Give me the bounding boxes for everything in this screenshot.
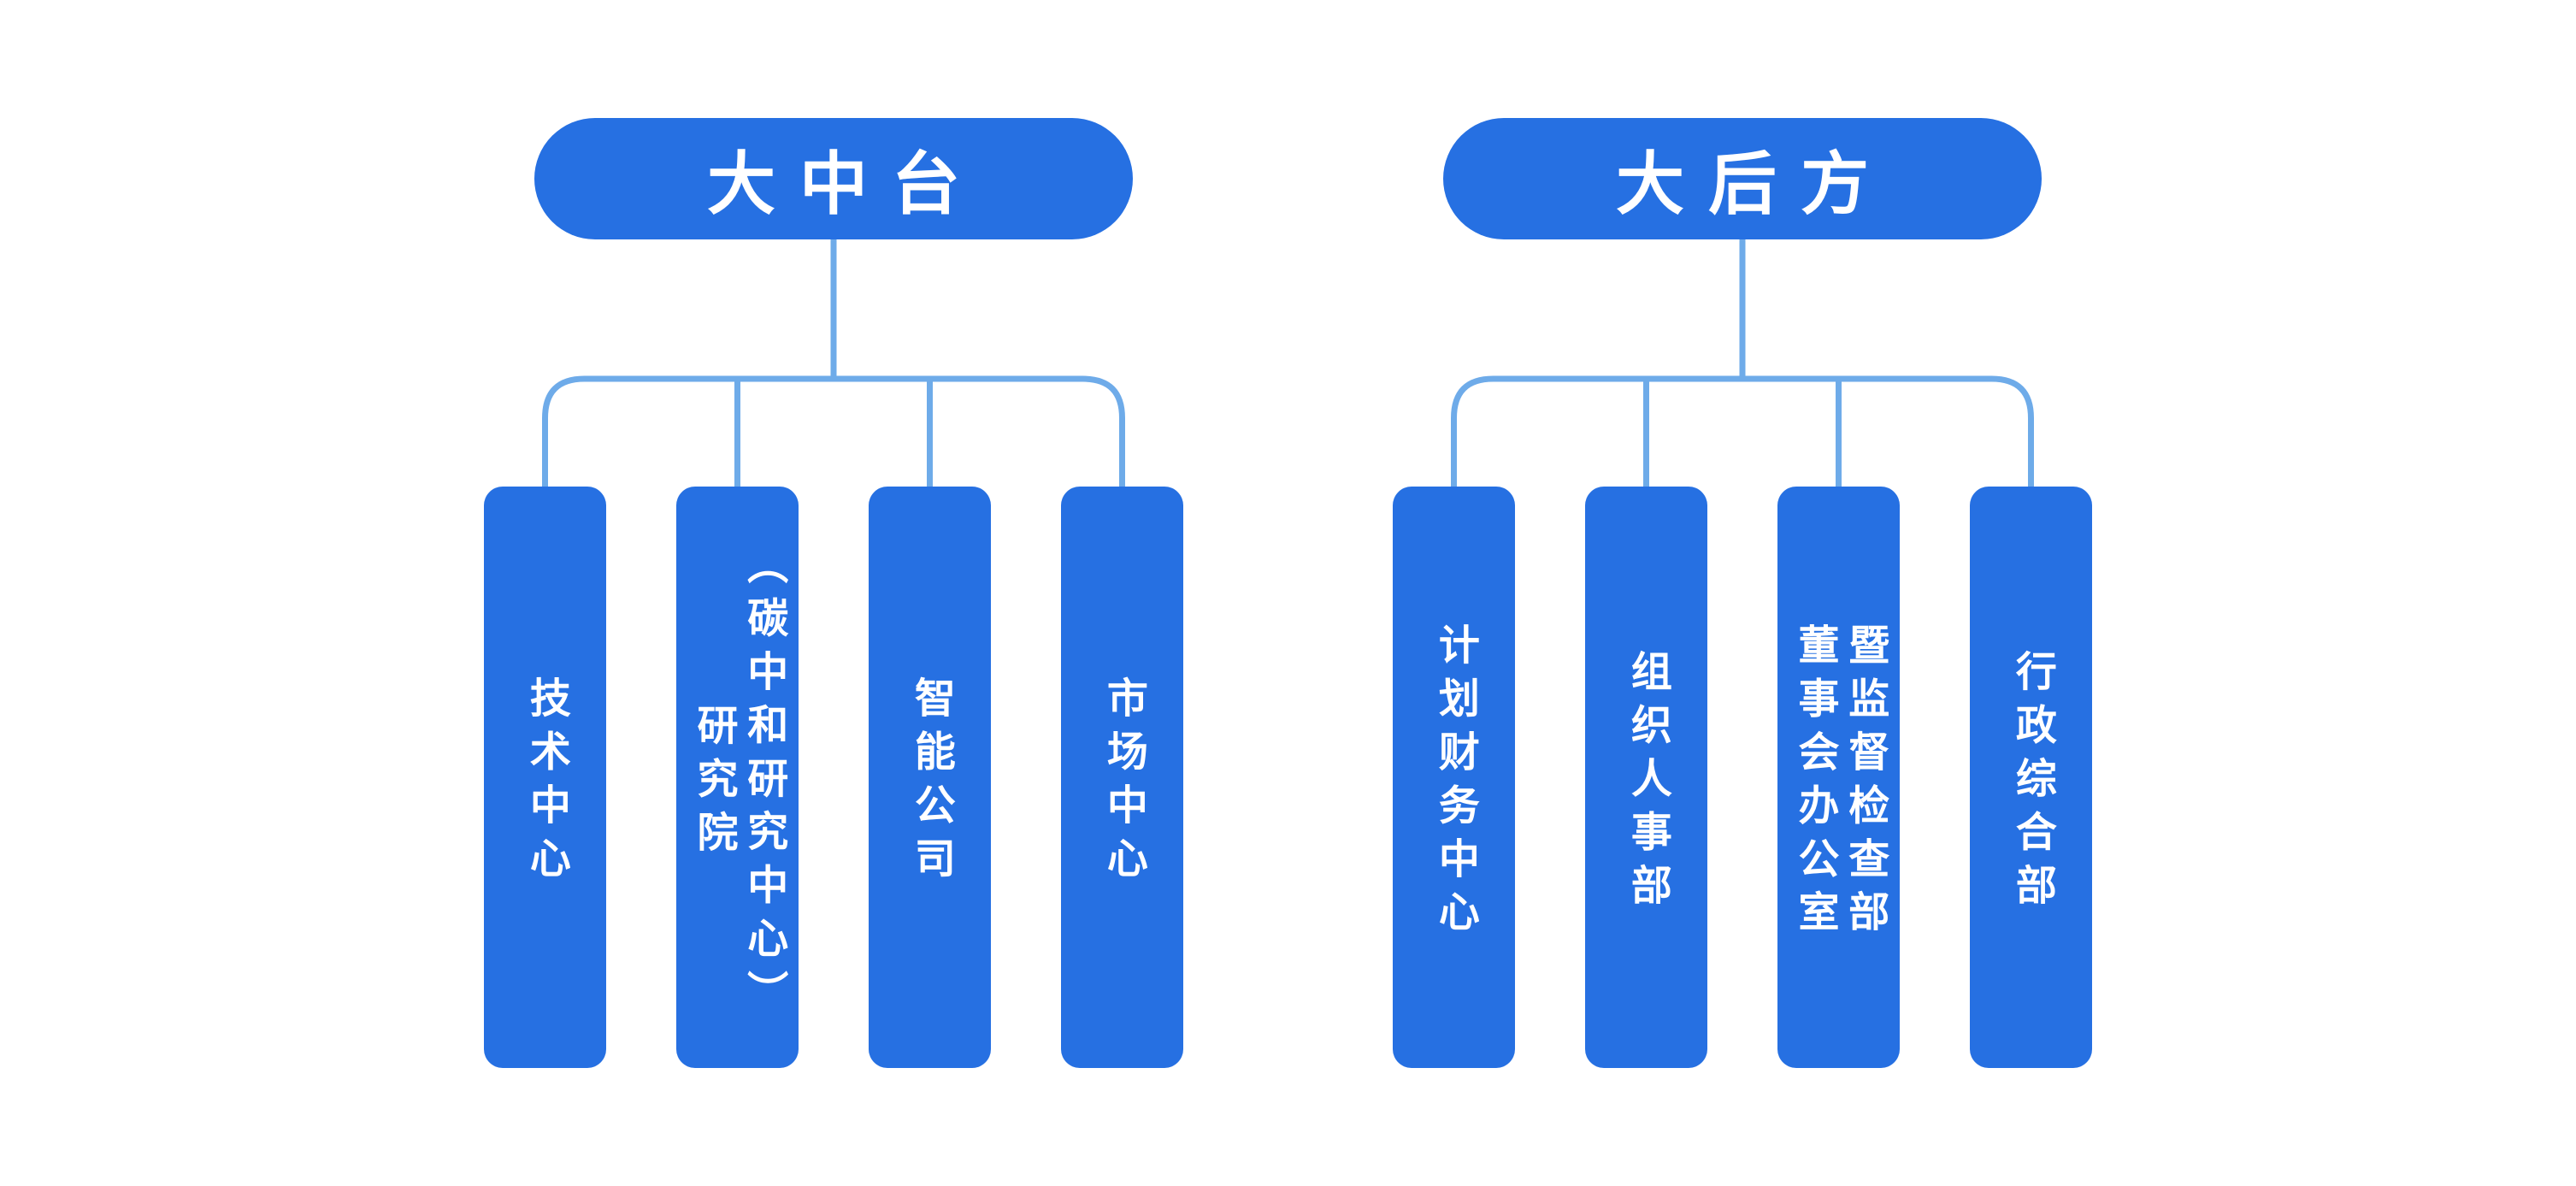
root-node-label: 大后方 [1616,146,1893,222]
node-label-line: 组织人事部 [1624,650,1670,918]
child-node-da-zhong-tai-1[interactable]: 技术中心 [484,487,606,1068]
root-node-da-hou-fang[interactable]: 大后方 [1443,118,2042,239]
node-label-line: （碳中和研究中心） [740,543,787,1024]
node-label-line: 行政综合部 [2008,650,2054,918]
node-label-line: 计划财务中心 [1431,623,1477,944]
node-label-line: 暨监督检查部 [1842,623,1888,944]
node-label-line: 市场中心 [1099,676,1146,890]
child-node-da-zhong-tai-3[interactable]: 智能公司 [869,487,991,1068]
node-label-line: 董事会办公室 [1791,623,1837,944]
child-node-da-zhong-tai-2[interactable]: 研究院（碳中和研究中心） [676,487,799,1068]
child-node-da-hou-fang-2[interactable]: 组织人事部 [1585,487,1707,1068]
child-node-da-hou-fang-4[interactable]: 行政综合部 [1970,487,2092,1068]
node-label-line: 研究院 [690,703,736,864]
connector-line [1451,375,2034,488]
child-node-da-hou-fang-3[interactable]: 董事会办公室暨监督检查部 [1777,487,1900,1068]
connector-line [542,375,1125,488]
root-node-da-zhong-tai[interactable]: 大中台 [534,118,1133,239]
node-label-line: 智能公司 [907,676,953,890]
node-label-line: 技术中心 [522,676,569,890]
root-node-label: 大中台 [707,146,984,222]
child-node-da-zhong-tai-4[interactable]: 市场中心 [1061,487,1183,1068]
child-node-da-hou-fang-1[interactable]: 计划财务中心 [1393,487,1515,1068]
